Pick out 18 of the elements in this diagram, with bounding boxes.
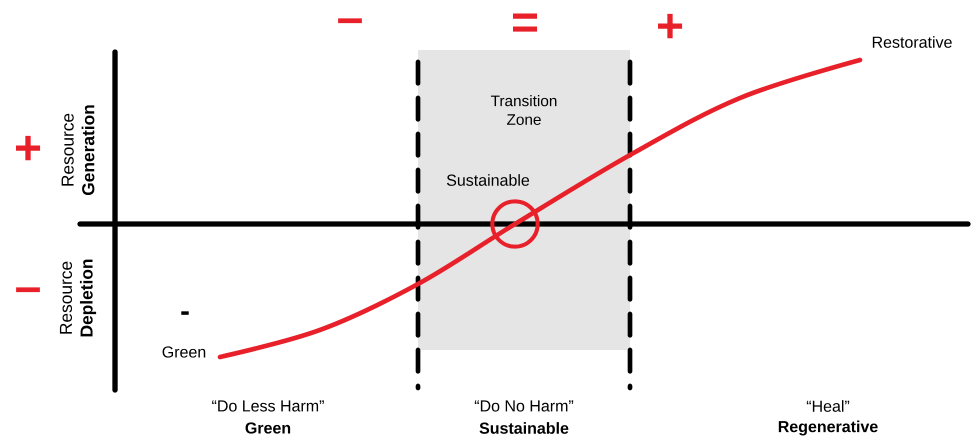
zone-label: Transition Zone: [490, 95, 556, 125]
category-label: Sustainable: [480, 422, 568, 434]
sign-symbol: –: [338, 18, 362, 24]
sign-symbol: =: [512, 14, 538, 32]
approach-label: “Do No Harm”: [474, 400, 574, 412]
sign-symbol: +: [658, 14, 682, 38]
sign-symbol: –: [16, 287, 40, 292]
approach-label: “Do Less Harm”: [212, 400, 324, 412]
axis-label: Resource Depletion: [60, 260, 96, 336]
curve-label: Green: [162, 346, 206, 358]
sign-symbol: +: [16, 136, 40, 160]
approach-label: “Heal”: [806, 400, 850, 412]
curve-label: Sustainable: [446, 174, 530, 186]
curve-label: Restorative: [872, 36, 952, 48]
axis-label: Resource Generation: [62, 105, 94, 196]
category-label: Regenerative: [778, 420, 878, 436]
dash-symbol: -: [181, 311, 189, 315]
category-label: Green: [246, 422, 290, 434]
